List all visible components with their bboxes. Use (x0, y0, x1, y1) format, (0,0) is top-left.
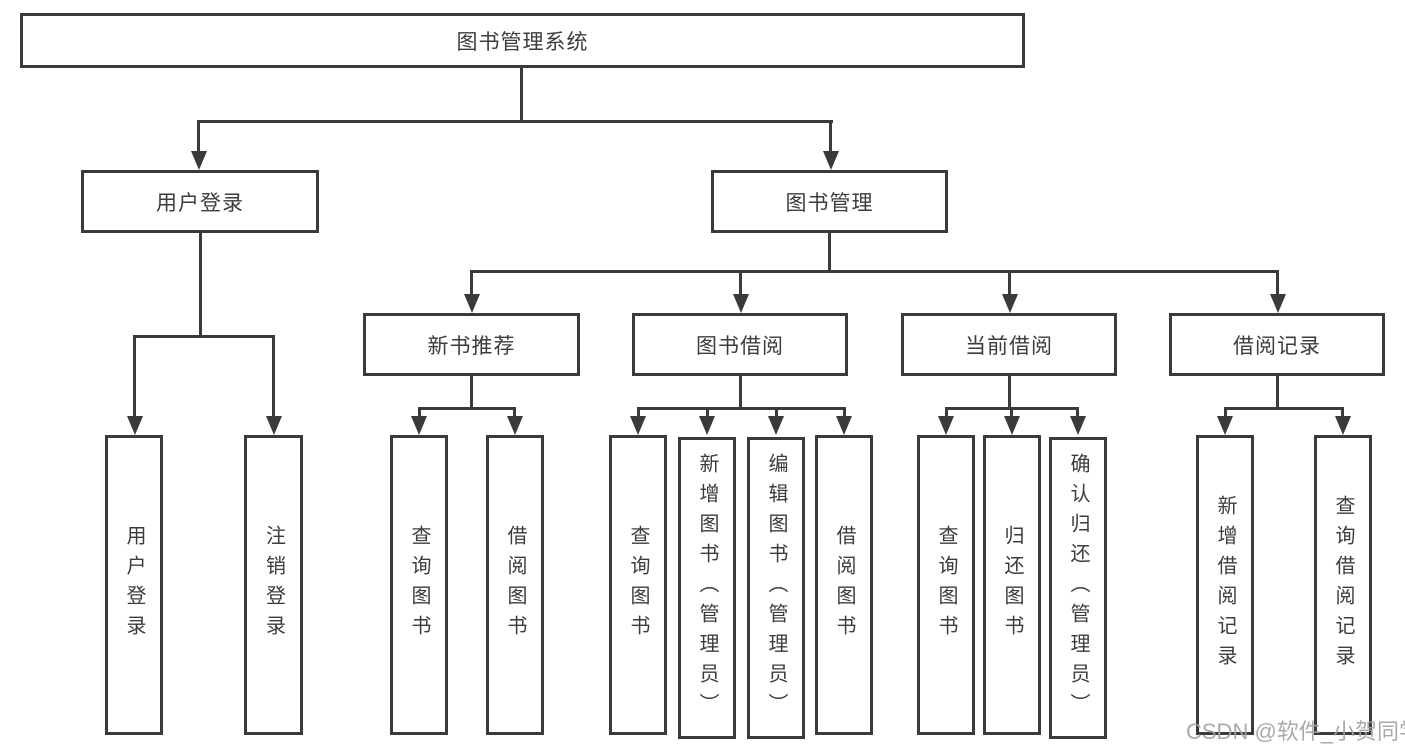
arrowhead-down-icon (836, 416, 852, 435)
connector-bar (1224, 407, 1344, 410)
connector-bar (470, 270, 1278, 273)
node-user-login: 用户登录 (81, 170, 319, 233)
connector-stem (1276, 376, 1279, 407)
node-book-management-system: 图书管理系统 (20, 13, 1025, 68)
connector-stem (739, 376, 742, 407)
arrowhead-down-icon (1270, 294, 1286, 313)
connector-bar (418, 407, 516, 410)
leaf-add-book-admin: 新增图书（管理员） (678, 437, 736, 739)
leaf-borrow-books: 借阅图书 (486, 435, 544, 735)
leaf-query-borrow-record: 查询借阅记录 (1314, 435, 1372, 735)
connector-stem (199, 233, 202, 335)
connector-stem (828, 233, 831, 272)
leaf-query-books: 查询图书 (609, 435, 667, 735)
arrowhead-down-icon (768, 416, 784, 435)
connector-stem (637, 407, 640, 419)
connector-stem (1276, 270, 1279, 296)
connector-stem (775, 407, 778, 419)
connector-stem (829, 120, 832, 153)
arrowhead-down-icon (630, 416, 646, 435)
arrowhead-down-icon (1004, 416, 1020, 435)
connector-stem (470, 376, 473, 407)
leaf-user-login: 用户登录 (105, 435, 163, 735)
arrowhead-down-icon (464, 294, 480, 313)
connector-stem (470, 270, 473, 296)
connector-stem (1076, 407, 1079, 419)
connector-stem (1341, 407, 1344, 419)
arrowhead-down-icon (266, 416, 282, 435)
csdn-watermark: CSDN @软件_小贺同学 (1186, 719, 1405, 744)
connector-stem (513, 407, 516, 419)
arrowhead-down-icon (191, 151, 207, 170)
arrowhead-down-icon (733, 294, 749, 313)
leaf-logout: 注销登录 (244, 435, 303, 735)
connector-stem (843, 407, 846, 419)
leaf-borrow-books: 借阅图书 (815, 435, 873, 735)
node-new-book-recommendation: 新书推荐 (363, 313, 580, 376)
connector-stem (418, 407, 421, 419)
arrowhead-down-icon (411, 416, 427, 435)
connector-stem (133, 335, 136, 417)
arrowhead-down-icon (127, 416, 143, 435)
leaf-add-borrow-record: 新增借阅记录 (1196, 435, 1254, 735)
node-book-management: 图书管理 (711, 170, 948, 233)
connector-stem (706, 407, 709, 419)
connector-stem (1224, 407, 1227, 419)
connector-stem (739, 270, 742, 296)
arrowhead-down-icon (1217, 416, 1233, 435)
connector-bar (133, 335, 274, 338)
leaf-query-books: 查询图书 (917, 435, 975, 735)
connector-bar (637, 407, 845, 410)
connector-stem (1008, 270, 1011, 296)
arrowhead-down-icon (1002, 294, 1018, 313)
connector-stem (1008, 376, 1011, 407)
leaf-query-books: 查询图书 (390, 435, 448, 735)
arrowhead-down-icon (1335, 416, 1351, 435)
connector-stem (520, 68, 523, 120)
connector-stem (945, 407, 948, 419)
connector-stem (272, 335, 275, 417)
leaf-confirm-return-admin: 确认归还（管理员） (1049, 437, 1107, 739)
node-borrowing-records: 借阅记录 (1169, 313, 1385, 376)
arrowhead-down-icon (699, 416, 715, 435)
connector-bar (197, 120, 833, 123)
node-current-borrowing: 当前借阅 (901, 313, 1117, 376)
arrowhead-down-icon (938, 416, 954, 435)
arrowhead-down-icon (1070, 416, 1086, 435)
node-book-borrowing: 图书借阅 (632, 313, 848, 376)
leaf-return-books: 归还图书 (983, 435, 1041, 735)
arrowhead-down-icon (507, 416, 523, 435)
arrowhead-down-icon (823, 151, 839, 170)
connector-stem (197, 120, 200, 153)
connector-stem (1010, 407, 1013, 419)
leaf-edit-book-admin: 编辑图书（管理员） (747, 437, 805, 739)
